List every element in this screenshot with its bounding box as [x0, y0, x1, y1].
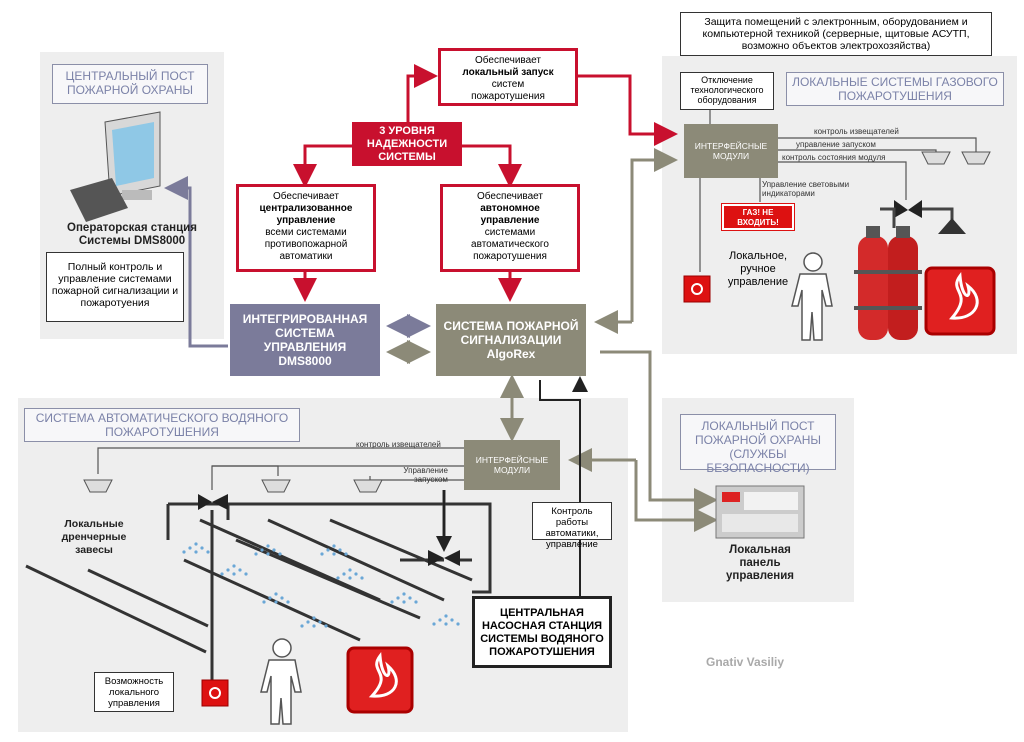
operator-station-label: Операторская станция Системы DMS8000: [40, 222, 224, 248]
gas-valve-icon: [880, 200, 966, 234]
control-panel-icon: [715, 485, 805, 539]
local-start-box: Обеспечивает локальный запуск систем пож…: [438, 48, 578, 106]
gas-title: ЛОКАЛЬНЫЕ СИСТЕМЫ ГАЗОВОГО ПОЖАРОТУШЕНИЯ: [786, 72, 1004, 106]
water-ctrl-detectors: контроль извещателей: [356, 440, 441, 449]
gas-interface-modules[interactable]: ИНТЕРФЕЙСНЫЕ МОДУЛИ: [684, 124, 778, 178]
water-ctrl-start-l2: запуском: [414, 475, 448, 484]
blue-connectors: [164, 176, 431, 348]
water-manual-button-icon: [201, 679, 229, 707]
automation-note: Контроль работы автоматики, управление: [532, 502, 612, 550]
auto-l4: системами: [484, 227, 536, 238]
algorex-line3: AlgoRex: [486, 347, 536, 361]
cc-l2: централизованное: [259, 203, 353, 214]
auto-l3: управление: [480, 215, 540, 226]
gas-manual-button-icon: [683, 275, 711, 303]
water-fire-icon: [346, 646, 414, 714]
central-control-box: Обеспечивает централизованное управление…: [236, 184, 376, 272]
person-water-icon: [260, 638, 302, 725]
curtains-l3: завесы: [75, 544, 113, 556]
water-pipes: [25, 490, 492, 690]
gas-light-ctrl: Управление световыми индикаторами: [762, 180, 850, 198]
water-valve-icons: [198, 494, 460, 566]
water-title: СИСТЕМА АВТОМАТИЧЕСКОГО ВОДЯНОГО ПОЖАРОТ…: [24, 408, 300, 442]
auto-l1: Обеспечивает: [477, 191, 543, 202]
reliability-box: 3 УРОВНЯ НАДЕЖНОСТИ СИСТЕМЫ: [352, 122, 462, 166]
olive-connectors: [386, 148, 718, 532]
operator-line1: Операторская станция: [67, 222, 197, 234]
gas-manual-l2: ручное: [740, 263, 776, 275]
operator-note: Полный контроль и управление системами п…: [46, 252, 184, 322]
auto-l6: пожаротушения: [473, 251, 547, 262]
water-wires: [97, 447, 464, 490]
auto-l5: автоматического: [471, 239, 549, 250]
central-post-title: ЦЕНТРАЛЬНЫЙ ПОСТ ПОЖАРНОЙ ОХРАНЫ: [52, 64, 208, 104]
water-ctrl-start: Управление запуском: [402, 466, 448, 484]
water-control-lines: [436, 376, 588, 596]
person-gas-icon: [791, 252, 833, 341]
dms8000-box[interactable]: ИНТЕГРИРОВАННАЯ СИСТЕМА УПРАВЛЕНИЯ DMS80…: [230, 304, 380, 376]
author-credit: Gnativ Vasiliy: [706, 655, 785, 669]
algorex-line1: СИСТЕМА ПОЖАРНОЙ: [443, 319, 579, 333]
water-interface-modules[interactable]: ИНТЕРФЕЙСНЫЕ МОДУЛИ: [464, 440, 560, 490]
reliability-line1: 3 УРОВНЯ: [379, 125, 435, 137]
cc-l1: Обеспечивает: [273, 191, 339, 202]
pump-l1: ЦЕНТРАЛЬНАЯ: [500, 607, 584, 619]
reliability-line2: НАДЕЖНОСТИ: [366, 138, 448, 150]
cc-l4: всеми системами: [265, 227, 347, 238]
water-detector-icons: [83, 479, 383, 493]
cc-l3: управление: [276, 215, 336, 226]
reliability-arrows: [293, 64, 678, 302]
dms-line4: DMS8000: [278, 354, 332, 368]
gas-detector-icons: [921, 151, 991, 165]
curtains-l2: дренчерные: [61, 531, 127, 543]
autonomous-box: Обеспечивает автономное управление систе…: [440, 184, 580, 272]
local-panel-label: Локальная панель управления: [714, 544, 806, 583]
algorex-box[interactable]: СИСТЕМА ПОЖАРНОЙ СИГНАЛИЗАЦИИ AlgoRex: [436, 304, 586, 376]
ls-l1: Обеспечивает: [475, 55, 541, 66]
ls-l3: систем: [491, 79, 525, 90]
dms-line2: СИСТЕМА: [275, 326, 335, 340]
sprinkler-spray-icons: [182, 542, 460, 628]
gas-wires: [699, 110, 977, 272]
ls-l4: пожаротушения: [471, 91, 545, 102]
protection-note: Защита помещений с электронным, оборудов…: [680, 12, 992, 56]
local-control-note: Возможность локального управления: [94, 672, 174, 712]
tech-off-note: Отключение технологического оборудования: [680, 72, 774, 110]
curtains-l1: Локальные: [64, 518, 124, 530]
local-panel-l1: Локальная: [729, 544, 791, 556]
computer-icon: [70, 111, 161, 222]
dms-line1: ИНТЕГРИРОВАННАЯ: [242, 312, 368, 326]
gas-ctrl-start: управление запуском: [796, 140, 876, 149]
gas-manual-label: Локальное, ручное управление: [716, 250, 800, 289]
local-panel-l3: управления: [726, 570, 794, 582]
pump-l3: СИСТЕМЫ ВОДЯНОГО: [480, 633, 604, 645]
cc-l5: противопожарной: [264, 239, 348, 250]
gas-cylinder-icons: [854, 226, 922, 340]
gas-warning-sign: ГАЗ! НЕ ВХОДИТЬ!: [721, 203, 795, 231]
gas-manual-l1: Локальное,: [728, 250, 788, 262]
security-post-title: ЛОКАЛЬНЫЙ ПОСТ ПОЖАРНОЙ ОХРАНЫ (СЛУЖБЫ Б…: [680, 414, 836, 475]
algorex-line2: СИГНАЛИЗАЦИИ: [460, 333, 562, 347]
curtains-label: Локальные дренчерные завесы: [46, 518, 142, 557]
water-ctrl-start-l1: Управление: [403, 466, 448, 475]
local-panel-l2: панель: [739, 557, 781, 569]
auto-l2: автономное: [480, 203, 540, 214]
reliability-line3: СИСТЕМЫ: [378, 151, 436, 163]
dms-line3: УПРАВЛЕНИЯ: [263, 340, 347, 354]
pump-station-box[interactable]: ЦЕНТРАЛЬНАЯ НАСОСНАЯ СТАНЦИЯ СИСТЕМЫ ВОД…: [472, 596, 612, 668]
ls-l2: локальный запуск: [462, 67, 554, 78]
pump-l4: ПОЖАРОТУШЕНИЯ: [489, 646, 595, 658]
cc-l6: автоматики: [279, 251, 333, 262]
gas-fire-icon: [924, 266, 996, 336]
operator-line2: Системы DMS8000: [78, 235, 186, 247]
gas-manual-l3: управление: [727, 276, 789, 288]
gas-ctrl-detectors: контроль извещателей: [814, 127, 899, 136]
gas-ctrl-state: контроль состояния модуля: [782, 153, 886, 162]
pump-l2: НАСОСНАЯ СТАНЦИЯ: [481, 620, 603, 632]
